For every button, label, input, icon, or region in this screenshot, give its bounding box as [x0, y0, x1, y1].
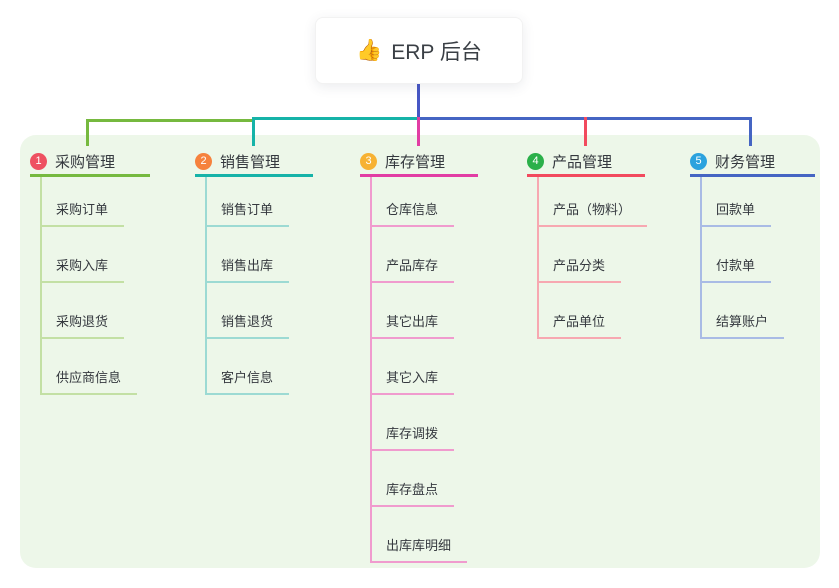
- branch-label: 产品管理: [552, 153, 613, 171]
- connector-bus-left-teal: [252, 117, 418, 120]
- child-node[interactable]: 销售出库: [207, 227, 290, 283]
- child-node[interactable]: 产品（物料）: [539, 177, 648, 227]
- child-node[interactable]: 产品分类: [539, 227, 622, 283]
- branch-inventory: 3 库存管理 仓库信息 产品库存 其它出库 其它入库 库存调拨 库存盘点 出库库…: [360, 148, 478, 563]
- branch-header-sales[interactable]: 2 销售管理: [195, 148, 313, 177]
- child-node[interactable]: 仓库信息: [372, 177, 455, 227]
- branch-product: 4 产品管理 产品（物料） 产品分类 产品单位: [527, 148, 648, 339]
- child-node[interactable]: 产品库存: [372, 227, 455, 283]
- connector-bus-left-green: [86, 119, 254, 122]
- branch-procurement: 1 采购管理 采购订单 采购入库 采购退货 供应商信息: [30, 148, 150, 395]
- connector-drop-branch-1: [86, 119, 89, 146]
- connector-drop-branch-4: [584, 117, 587, 146]
- branch-number-badge: 2: [195, 152, 212, 170]
- branch-children: 销售订单 销售出库 销售退货 客户信息: [205, 177, 313, 395]
- branch-header-procurement[interactable]: 1 采购管理: [30, 148, 150, 177]
- branches-panel: [20, 135, 820, 568]
- child-node[interactable]: 其它出库: [372, 283, 455, 339]
- root-node[interactable]: 👍 ERP 后台: [315, 17, 523, 84]
- child-node[interactable]: 回款单: [702, 177, 772, 227]
- branch-sales: 2 销售管理 销售订单 销售出库 销售退货 客户信息: [195, 148, 313, 395]
- connector-drop-branch-2: [252, 117, 255, 146]
- branch-header-finance[interactable]: 5 财务管理: [690, 148, 815, 177]
- branch-number-badge: 5: [690, 152, 707, 170]
- branch-number-badge: 4: [527, 152, 544, 170]
- child-node[interactable]: 客户信息: [207, 339, 290, 395]
- branch-number-badge: 3: [360, 152, 377, 170]
- branch-children: 产品（物料） 产品分类 产品单位: [537, 177, 648, 339]
- child-node[interactable]: 采购入库: [42, 227, 125, 283]
- child-node[interactable]: 采购订单: [42, 177, 125, 227]
- branch-children: 回款单 付款单 结算账户: [700, 177, 815, 339]
- branch-number-badge: 1: [30, 152, 47, 170]
- child-node[interactable]: 销售退货: [207, 283, 290, 339]
- branch-children: 采购订单 采购入库 采购退货 供应商信息: [40, 177, 150, 395]
- child-node[interactable]: 库存调拨: [372, 395, 455, 451]
- branch-label: 销售管理: [220, 153, 281, 171]
- connector-drop-branch-5: [749, 117, 752, 146]
- branch-label: 财务管理: [715, 153, 776, 171]
- child-node[interactable]: 其它入库: [372, 339, 455, 395]
- branch-header-product[interactable]: 4 产品管理: [527, 148, 645, 177]
- child-node[interactable]: 销售订单: [207, 177, 290, 227]
- root-node-label: ERP 后台: [391, 40, 482, 64]
- child-node[interactable]: 库存盘点: [372, 451, 455, 507]
- branch-label: 采购管理: [55, 153, 116, 171]
- connector-drop-branch-3: [417, 117, 420, 146]
- child-node[interactable]: 出库库明细: [372, 507, 468, 563]
- branch-finance: 5 财务管理 回款单 付款单 结算账户: [690, 148, 815, 339]
- thumbs-up-icon: 👍: [356, 39, 383, 62]
- branch-children: 仓库信息 产品库存 其它出库 其它入库 库存调拨 库存盘点 出库库明细: [370, 177, 478, 563]
- branch-label: 库存管理: [385, 153, 446, 171]
- child-node[interactable]: 供应商信息: [42, 339, 138, 395]
- child-node[interactable]: 采购退货: [42, 283, 125, 339]
- child-node[interactable]: 产品单位: [539, 283, 622, 339]
- child-node[interactable]: 结算账户: [702, 283, 785, 339]
- connector-root-drop: [417, 84, 420, 120]
- child-node[interactable]: 付款单: [702, 227, 772, 283]
- branch-header-inventory[interactable]: 3 库存管理: [360, 148, 478, 177]
